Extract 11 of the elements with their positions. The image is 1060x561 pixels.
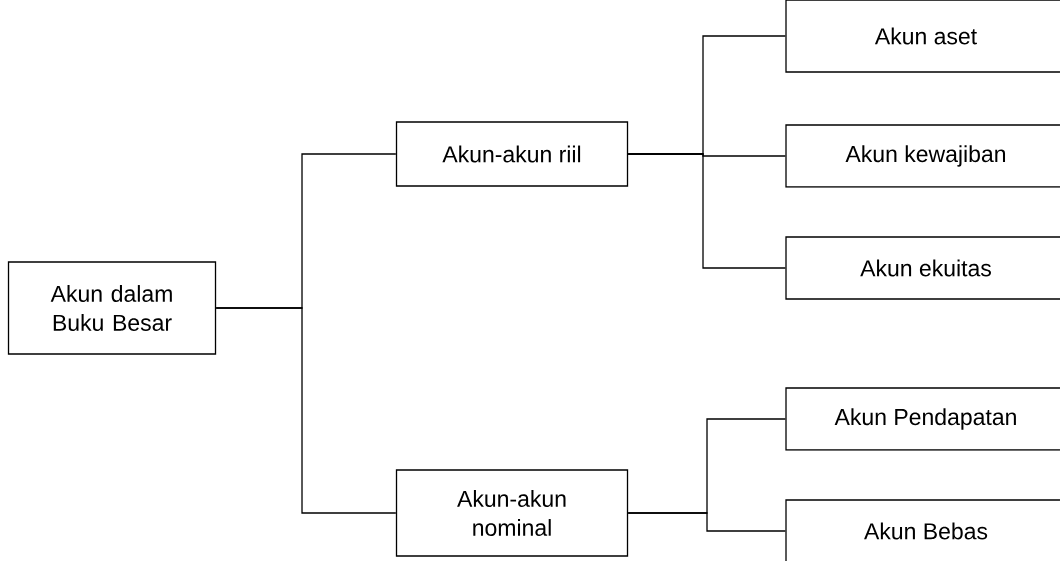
account-box: Akun-akun nominal (395, 469, 629, 557)
account-box: Akun kewajiban (785, 124, 1060, 188)
account-box: Akun ekuitas (785, 236, 1060, 300)
account-box: Akun Bebas (785, 499, 1060, 561)
connector-line (215, 307, 397, 514)
account-box: Akun-akun riil (395, 121, 629, 187)
account-box: Akun Pendapatan (785, 387, 1060, 451)
connector-line (627, 512, 786, 532)
account-box: Akun aset (785, 0, 1060, 73)
account-box: Akun dalam Buku Besar (7, 261, 217, 355)
connector-line (627, 153, 786, 269)
